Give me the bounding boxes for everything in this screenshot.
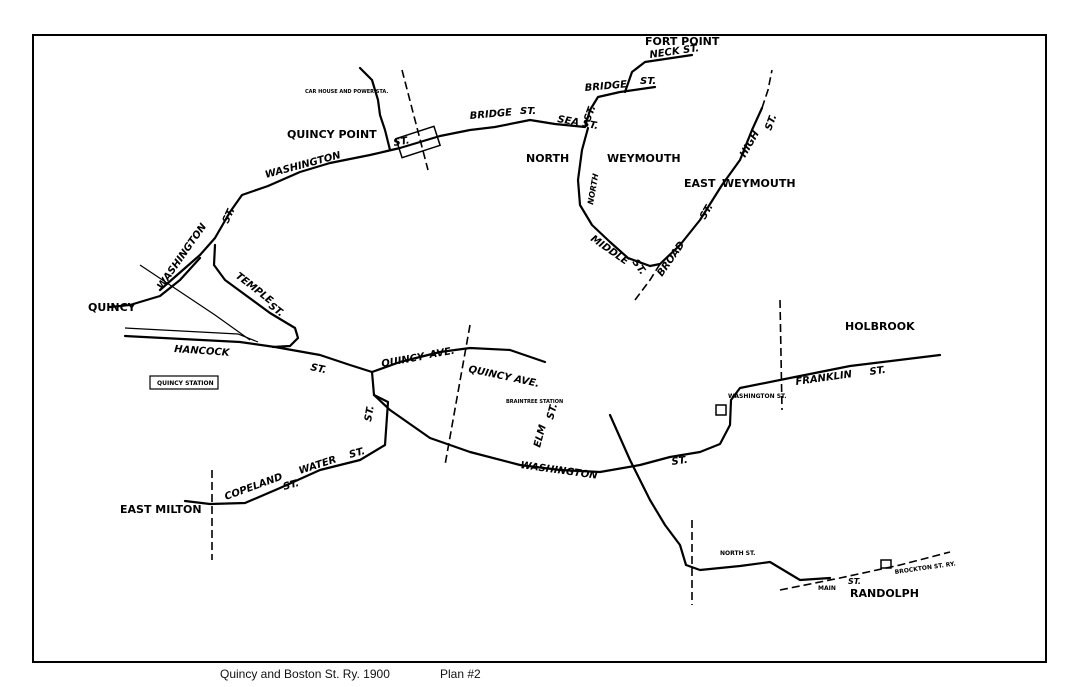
town-line	[401, 69, 429, 171]
street-bridge: BRIDGE	[469, 107, 512, 122]
town-quincy-point: QUINCY POINT	[287, 128, 377, 141]
street-washington: WASHINGTON	[155, 221, 209, 292]
street-st: ST.	[520, 106, 536, 117]
track-neck-st	[623, 53, 694, 94]
track-main-brockton	[779, 551, 951, 591]
street-elm: ELM	[532, 424, 549, 449]
street-st: ST.	[848, 577, 861, 586]
town-fort-point: FORT POINT	[645, 35, 720, 48]
town-north-weymouth-2: WEYMOUTH	[607, 152, 681, 165]
street-main: MAIN	[818, 585, 836, 592]
quincy-station-label: QUINCY STATION	[157, 380, 214, 387]
junction-box	[715, 404, 727, 416]
street-washington-st: WASHINGTON ST.	[728, 393, 787, 400]
street-quincy: QUINCY	[381, 351, 427, 370]
street-brockton-st-ry: BROCKTON ST. RY.	[894, 560, 956, 575]
street-quincy-ave: QUINCY AVE.	[467, 364, 540, 390]
street-bridge: BRIDGE	[584, 79, 627, 94]
street-st: ST.	[221, 206, 238, 225]
track-water-copeland-st	[183, 393, 390, 506]
town-east-weymouth-2: WEYMOUTH	[722, 177, 796, 190]
street-st: ST.	[309, 362, 327, 376]
street-st: ST.	[545, 402, 560, 420]
street-washington: WASHINGTON	[264, 150, 343, 181]
town-quincy: QUINCY	[88, 301, 137, 314]
railroad-line	[124, 327, 259, 343]
street-st: ST.	[282, 478, 300, 493]
map-title: Quincy and Boston St. Ry. 1900	[220, 667, 390, 681]
street-ave: AVE.	[428, 346, 456, 361]
street-broad: BROAD	[655, 240, 687, 279]
track-quincy-curve	[108, 256, 202, 309]
street-st: ST.	[348, 446, 366, 461]
street-water: WATER	[298, 454, 338, 476]
street-st: ST.	[393, 135, 411, 149]
track-quincy-point-branch	[358, 66, 392, 152]
junction-box	[880, 559, 892, 569]
street-st: ST.	[698, 202, 716, 221]
plan-number: Plan #2	[440, 667, 481, 681]
town-east-weymouth-1: EAST	[684, 177, 716, 190]
town-holbrook: HOLBROOK	[845, 320, 915, 333]
railroad-line	[139, 264, 251, 341]
street-st: ST.	[363, 405, 377, 423]
street-st: ST.	[869, 365, 886, 378]
track-north-weymouth	[576, 106, 764, 268]
car-barn-box	[394, 125, 442, 159]
track-high-st-extension	[761, 69, 773, 109]
quincy-station-box	[149, 375, 219, 390]
track-temple-st	[212, 243, 300, 349]
track-pond-north-st	[608, 413, 832, 582]
street-st: ST.	[640, 76, 656, 87]
town-randolph: RANDOLPH	[850, 587, 919, 600]
street-hancock: HANCOCK	[174, 344, 231, 359]
street-middle: MIDDLE	[588, 233, 630, 267]
street-north-st: NORTH ST.	[720, 550, 755, 557]
town-north-weymouth-1: NORTH	[526, 152, 569, 165]
map-frame	[32, 34, 1047, 663]
town-east-milton: EAST MILTON	[120, 503, 202, 516]
street-st: ST.	[671, 455, 688, 468]
braintree-station-label: BRAINTREE STATION	[506, 399, 563, 405]
street-st: ST.	[582, 104, 598, 123]
track-broad-st-extension	[634, 263, 661, 301]
track-washington-franklin	[370, 353, 942, 474]
street-st: ST.	[763, 113, 779, 132]
car-house-label: CAR HOUSE AND POWER STA.	[305, 89, 388, 95]
town-line	[779, 299, 783, 411]
street-high: HIGH	[738, 129, 762, 160]
street-washington: WASHINGTON	[520, 460, 599, 482]
street-north: NORTH	[586, 173, 600, 206]
